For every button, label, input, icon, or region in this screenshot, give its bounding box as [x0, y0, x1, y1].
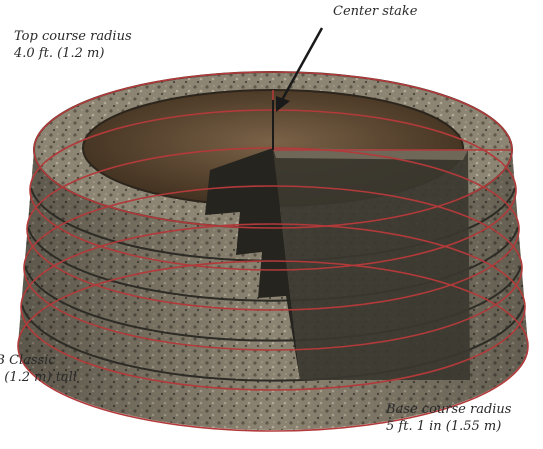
- top-course-line1: Top course radius: [14, 28, 132, 45]
- top-course-line2: 4.0 ft. (1.2 m): [14, 45, 132, 62]
- center-stake-text: Center stake: [333, 3, 418, 20]
- center-stake-label: Center stake: [333, 3, 418, 20]
- cut-face: [273, 148, 470, 380]
- base-course-line2: 5 ft. 1 in (1.55 m): [386, 418, 511, 435]
- base-course-radius-label: Base course radius 5 ft. 1 in (1.55 m): [386, 401, 511, 435]
- top-course-radius-label: Top course radius 4.0 ft. (1.2 m): [14, 28, 132, 62]
- ab-classic-line2: ft. (1.2 m) tall: [0, 369, 77, 386]
- ab-classic-label: AB Classic ft. (1.2 m) tall: [0, 352, 77, 386]
- ab-classic-line1: AB Classic: [0, 352, 77, 369]
- base-course-line1: Base course radius: [386, 401, 511, 418]
